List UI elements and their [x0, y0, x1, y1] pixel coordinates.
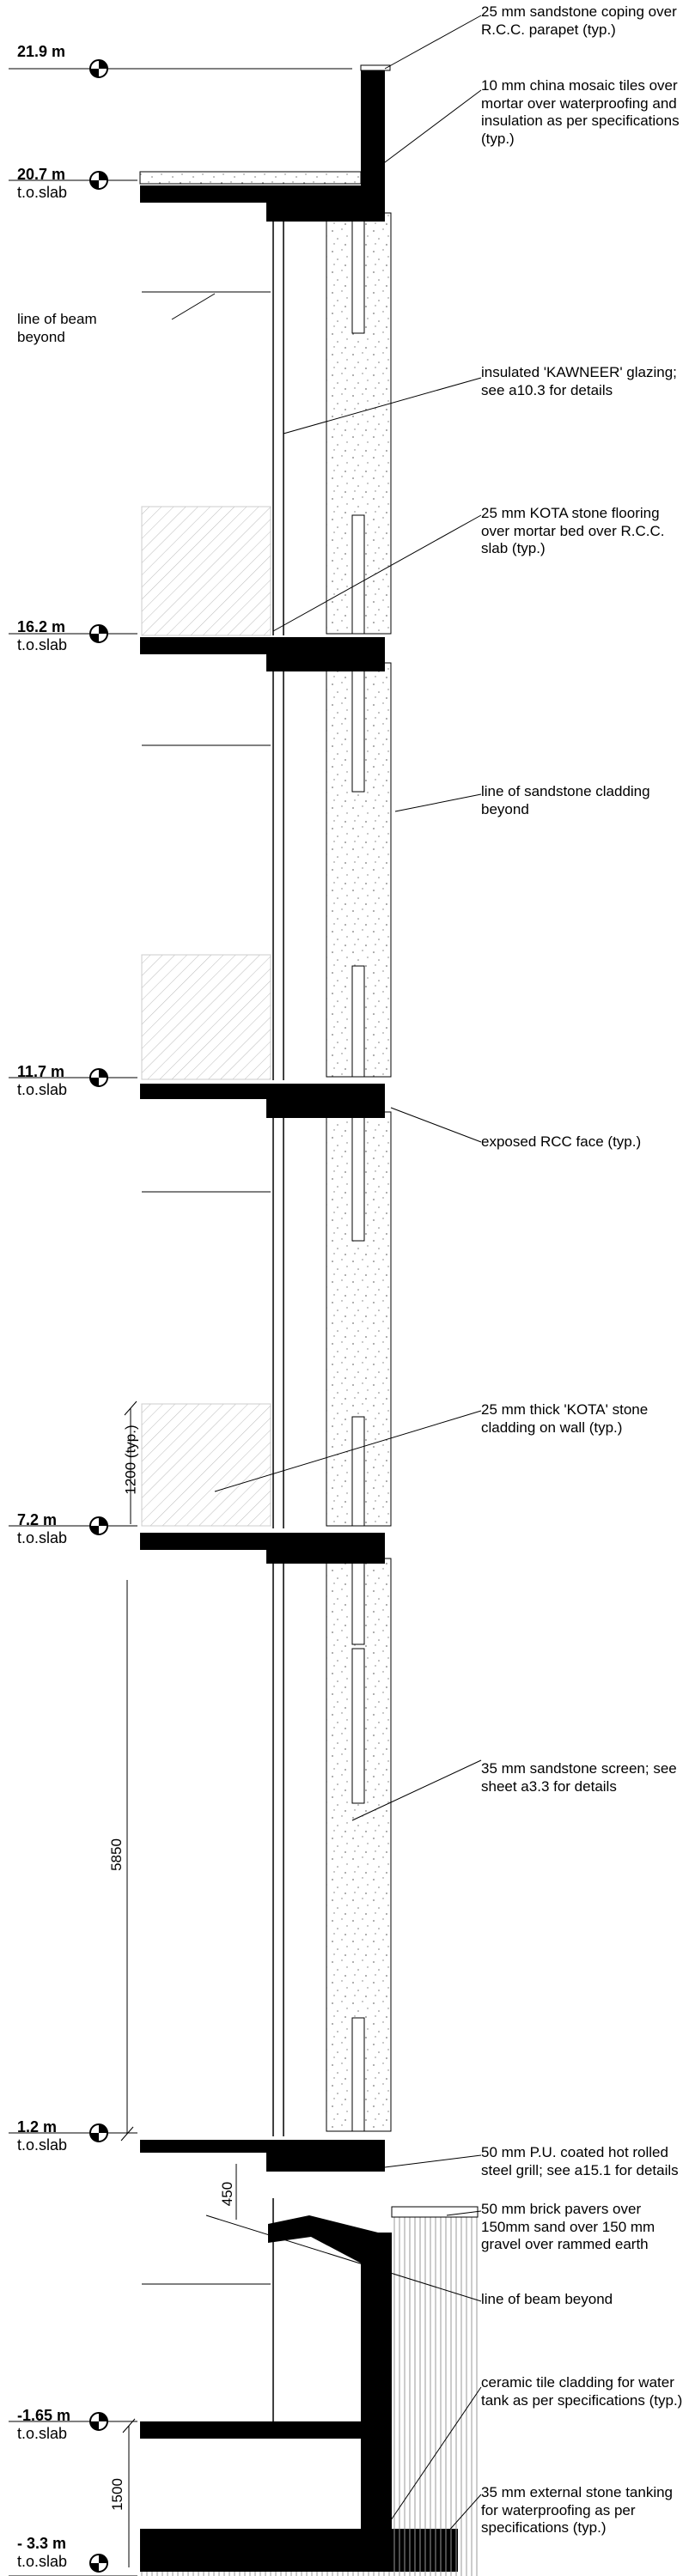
ground-below — [140, 2572, 475, 2576]
level-lines — [9, 68, 352, 2576]
level-value: 1.2 m — [17, 2118, 58, 2136]
dim-450: 450 — [219, 2181, 236, 2207]
dim-5850: 5850 — [107, 1838, 125, 1871]
level-label-21-9: 21.9 m — [17, 43, 65, 61]
level-sub: t.o.slab — [17, 1528, 68, 1546]
note-ceramic-tile: ceramic tile cladding for water tank as … — [481, 2374, 683, 2409]
level-value: 7.2 m — [17, 1511, 58, 1528]
note-stone-tanking: 35 mm external stone tanking for waterpr… — [481, 2484, 674, 2537]
rcc-structure — [140, 69, 458, 2572]
level-sub: t.o.slab — [17, 1080, 68, 1098]
level-value: 11.7 m — [17, 1063, 65, 1080]
level-sub: t.o.slab — [17, 183, 68, 201]
plinth-shade — [268, 2215, 378, 2269]
note-kota-cladding: 25 mm thick 'KOTA' stone cladding on wal… — [481, 1401, 649, 1436]
level-markers — [89, 59, 108, 2573]
roof-tiles — [139, 171, 362, 185]
beam-lines-beyond — [142, 291, 271, 2285]
level-value: - 3.3 m — [17, 2535, 67, 2552]
level-value: 20.7 m — [17, 166, 66, 183]
level-value: -1.65 m — [17, 2407, 71, 2424]
level-sub: t.o.slab — [17, 635, 68, 653]
level-sub: t.o.slab — [17, 2424, 68, 2442]
level-value: 16.2 m — [17, 618, 66, 635]
leader-lines — [171, 15, 482, 2534]
level-sub: t.o.slab — [17, 2136, 68, 2154]
hatched-wall-beyond — [141, 506, 271, 1527]
note-exposed-rcc: exposed RCC face (typ.) — [481, 1133, 642, 1150]
note-kota-flooring: 25 mm KOTA stone flooring over mortar be… — [481, 505, 665, 557]
rammed-earth — [392, 2215, 478, 2576]
dim-1500: 1500 — [108, 2478, 125, 2511]
dimension-lines — [120, 1400, 237, 2567]
note-kawneer-glazing: insulated 'KAWNEER' glazing; see a10.3 f… — [481, 364, 677, 398]
note-beam-beyond-lower: line of beam beyond — [481, 2291, 613, 2307]
glazing-mullions — [272, 202, 284, 2421]
level-sub: t.o.slab — [17, 2552, 68, 2570]
note-sandstone-cladding-beyond: line of sandstone cladding beyond — [481, 783, 650, 817]
sandstone-screen — [326, 212, 392, 2132]
brick-pavers — [391, 2206, 479, 2218]
note-sandstone-screen: 35 mm sandstone screen; see sheet a3.3 f… — [481, 1760, 677, 1795]
note-beam-beyond: line of beam beyond — [17, 311, 97, 345]
sandstone-coping — [360, 64, 391, 71]
note-brick-pavers: 50 mm brick pavers over 150mm sand over … — [481, 2201, 655, 2253]
note-steel-grill: 50 mm P.U. coated hot rolled steel grill… — [481, 2144, 679, 2178]
note-sandstone-coping: 25 mm sandstone coping over R.C.C. parap… — [481, 3, 677, 38]
note-mosaic-tiles: 10 mm china mosaic tiles over mortar ove… — [481, 77, 680, 148]
dim-1200: 1200 (typ.) — [122, 1425, 139, 1495]
level-value: 21.9 m — [17, 43, 66, 60]
